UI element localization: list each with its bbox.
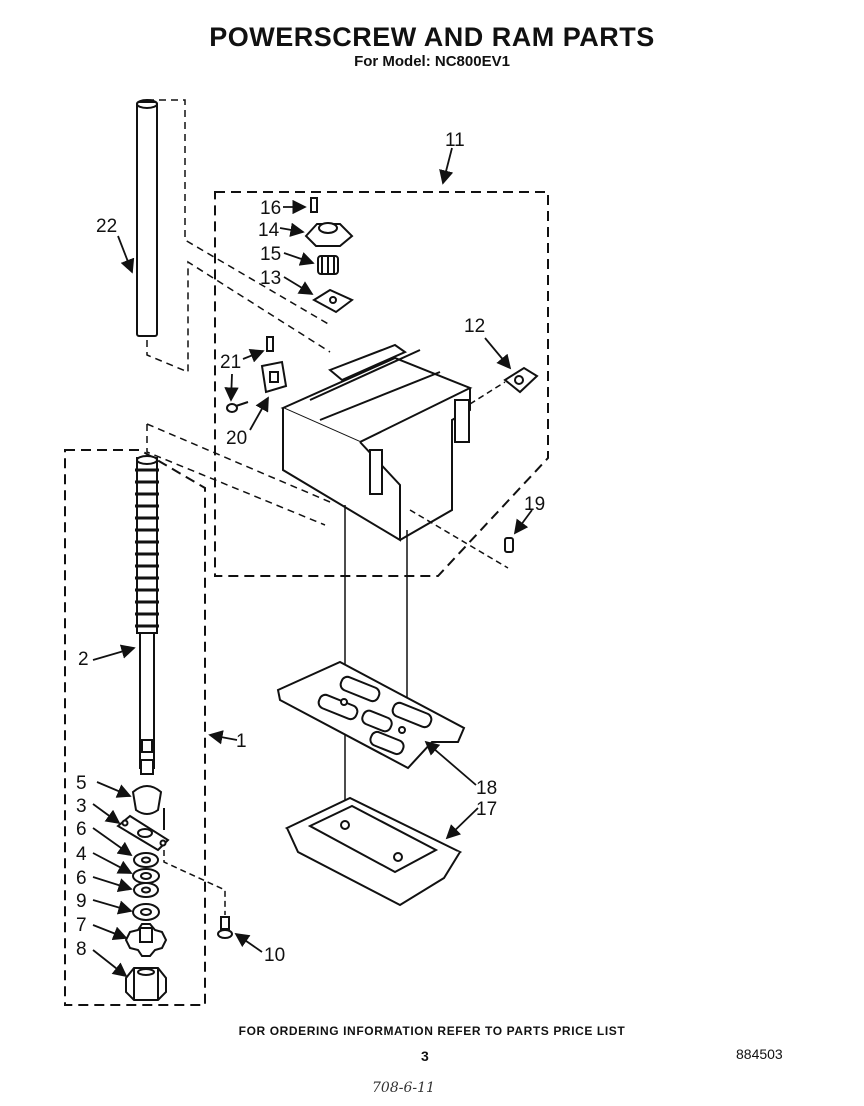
handwritten-note: 708-6-11: [372, 1080, 435, 1096]
screw-10-part: [217, 916, 233, 939]
document-number: 884503: [736, 1046, 783, 1062]
gasket-plate-18-part: [276, 660, 466, 770]
callout-13: 13: [260, 268, 281, 289]
pan-17-part: [284, 796, 463, 907]
assembly-1-boundary: [64, 449, 206, 1006]
rod-22-part: [136, 99, 331, 374]
callout-18: 18: [476, 778, 497, 799]
callout-6-upper: 6: [76, 819, 87, 840]
callout-9: 9: [76, 891, 87, 912]
screw-19-part: [504, 537, 514, 553]
callout-2: 2: [78, 649, 89, 670]
callout-1: 1: [236, 731, 247, 752]
callout-5: 5: [76, 773, 87, 794]
callout-6-lower: 6: [76, 868, 87, 889]
callout-leaders: [92, 147, 533, 978]
clip-12-part: [503, 366, 539, 394]
callout-17: 17: [476, 799, 497, 820]
washer-stack-parts: [132, 852, 160, 921]
page-title: POWERSCREW AND RAM PARTS: [209, 22, 655, 52]
callout-3: 3: [76, 796, 87, 817]
bearing-5-part: [131, 785, 163, 815]
bracket-20-part: [226, 336, 288, 413]
ordering-note: FOR ORDERING INFORMATION REFER TO PARTS …: [238, 1024, 626, 1038]
ram-housing-part: [280, 343, 473, 542]
callout-20: 20: [226, 428, 247, 449]
callout-15: 15: [260, 244, 281, 265]
nut-stack-parts: [304, 197, 354, 314]
callout-labels: 11 16 14 15 13 12 21 20 19 22 2 1 5 3 6 …: [76, 130, 545, 966]
callout-4: 4: [76, 844, 87, 865]
callout-10: 10: [264, 945, 285, 966]
callout-11: 11: [445, 130, 465, 151]
callout-7: 7: [76, 915, 87, 936]
callout-22: 22: [96, 216, 117, 237]
model-subtitle: For Model: NC800EV1: [354, 53, 510, 70]
callout-16: 16: [260, 198, 281, 219]
sprocket-7-part: [124, 923, 168, 957]
callout-14: 14: [258, 220, 280, 241]
callout-8: 8: [76, 939, 87, 960]
callout-19: 19: [524, 494, 545, 515]
page-number: 3: [421, 1048, 429, 1064]
callout-12: 12: [464, 316, 485, 337]
callout-21: 21: [220, 352, 241, 373]
plate-3-part: [116, 808, 170, 852]
powerscrew-2-part: [135, 455, 159, 775]
assembly-11-boundary: [214, 191, 549, 577]
nut-8-part: [125, 967, 167, 1001]
